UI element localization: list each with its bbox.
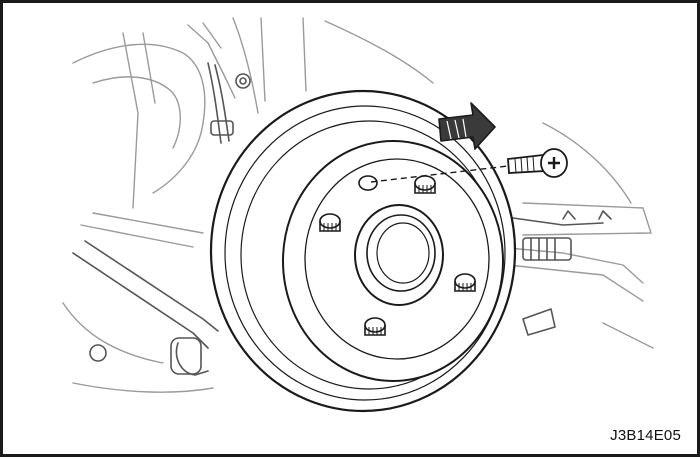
wheel-stud [414, 175, 436, 194]
removal-path-line [370, 165, 509, 183]
suspension-details [72, 62, 612, 376]
direction-arrow-icon [438, 102, 496, 150]
screw-icon [507, 148, 568, 178]
screw-hole [358, 175, 378, 191]
wheel-stud [454, 273, 476, 292]
drum-hub-face [282, 140, 504, 382]
wheel-studs [319, 175, 476, 336]
wheel-stud [319, 213, 341, 232]
figure-code: J3B14E05 [610, 427, 681, 444]
brake-drum-removal-illustration [62, 17, 654, 413]
suspension-background [62, 17, 654, 393]
wheel-stud [364, 317, 386, 336]
